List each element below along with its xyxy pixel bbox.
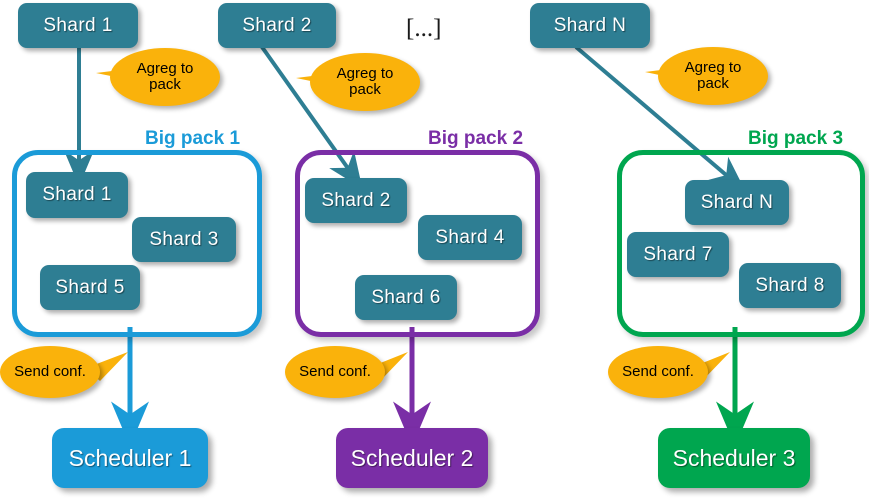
source-shard-2-label: Shard 2 (242, 14, 312, 36)
pack2-shard-2-label: Shard 2 (321, 189, 391, 211)
big-pack-3[interactable] (617, 150, 865, 337)
source-shard-n-label: Shard N (553, 14, 627, 36)
source-shard-n[interactable]: Shard N (530, 3, 650, 48)
source-shard-1[interactable]: Shard 1 (18, 3, 138, 48)
pack3-shard-7-label: Shard 7 (643, 243, 713, 265)
callout-agreg-1-bubble: Agreg to pack (110, 48, 220, 106)
callout-send-2-bubble: Send conf. (285, 346, 385, 398)
pack1-shard-3-label: Shard 3 (149, 228, 219, 250)
pack2-shard-6[interactable]: Shard 6 (355, 275, 457, 320)
scheduler-2-label: Scheduler 2 (350, 444, 474, 471)
pack1-shard-5-label: Shard 5 (55, 276, 125, 298)
source-shard-1-label: Shard 1 (43, 14, 113, 36)
pack2-shard-4[interactable]: Shard 4 (418, 215, 522, 260)
big-pack-1-label: Big pack 1 (145, 128, 241, 149)
big-pack-3-label: Big pack 3 (748, 128, 844, 149)
scheduler-3[interactable]: Scheduler 3 (658, 428, 810, 488)
callout-send-1-bubble: Send conf. (0, 346, 100, 398)
ellipsis-marker: [...] (406, 15, 442, 42)
pack1-shard-3[interactable]: Shard 3 (132, 217, 236, 262)
scheduler-1-label: Scheduler 1 (68, 444, 192, 471)
source-shard-2[interactable]: Shard 2 (218, 3, 336, 48)
big-pack-2-label: Big pack 2 (428, 128, 524, 149)
big-pack-2[interactable] (295, 150, 540, 337)
big-pack-1[interactable] (12, 150, 262, 337)
pack1-shard-1-label: Shard 1 (42, 184, 112, 205)
pack2-shard-4-label: Shard 4 (435, 226, 505, 248)
pack3-shard-n[interactable]: Shard N (685, 180, 789, 225)
pack3-shard-7[interactable]: Shard 7 (627, 232, 729, 277)
callout-send-3-bubble: Send conf. (608, 346, 708, 398)
pack1-shard-5[interactable]: Shard 5 (40, 265, 140, 310)
pack3-shard-8[interactable]: Shard 8 (739, 263, 841, 308)
pack3-shard-n-label: Shard N (700, 191, 774, 213)
pack1-shard-1[interactable]: Shard 1 (26, 172, 128, 218)
callout-agreg-3-bubble: Agreg to pack (658, 47, 768, 105)
pack2-shard-2[interactable]: Shard 2 (305, 178, 407, 223)
callout-agreg-2-bubble: Agreg to pack (310, 53, 420, 111)
pack2-shard-6-label: Shard 6 (371, 286, 441, 308)
scheduler-3-label: Scheduler 3 (672, 444, 796, 471)
scheduler-2[interactable]: Scheduler 2 (336, 428, 488, 488)
scheduler-1[interactable]: Scheduler 1 (52, 428, 208, 488)
pack3-shard-8-label: Shard 8 (755, 274, 825, 296)
